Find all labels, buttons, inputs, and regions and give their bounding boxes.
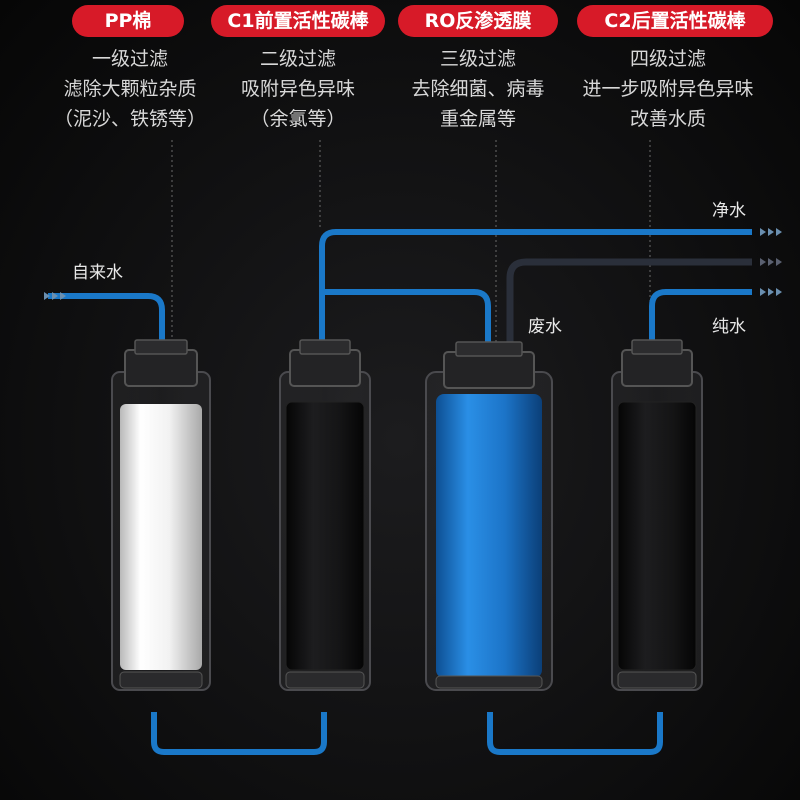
clean-water-label: 净水 xyxy=(712,201,746,221)
stage-1-description: 一级过滤 滤除大颗粒杂质 （泥沙、铁锈等） xyxy=(30,44,230,134)
stage-3-line-1: 三级过滤 xyxy=(439,48,516,70)
stage-4-line-2: 进一步吸附异色异味 xyxy=(582,78,754,100)
inlet-arrow-icon xyxy=(44,292,66,300)
inlet-pipe xyxy=(48,293,165,345)
pure-arrow-icon xyxy=(760,288,782,296)
stage-1-line-3: （泥沙、铁锈等） xyxy=(53,108,206,130)
stage-3-line-3: 重金属等 xyxy=(439,108,516,130)
clean-arrow-icon xyxy=(760,228,782,236)
stage-3-description: 三级过滤 去除细菌、病毒 重金属等 xyxy=(378,44,578,134)
inlet-label: 自来水 xyxy=(72,263,123,283)
stage-4-description: 四级过滤 进一步吸附异色异味 改善水质 xyxy=(568,44,768,134)
clean-water-pipe xyxy=(319,229,752,345)
stage-3-badge: RO反渗透膜 xyxy=(398,5,558,37)
stage-2-description: 二级过滤 吸附异色异味 （余氯等） xyxy=(198,44,398,134)
waste-water-label: 废水 xyxy=(528,317,562,337)
stage-2-badge: C1前置活性碳棒 xyxy=(211,5,385,37)
stage-2-line-1: 二级过滤 xyxy=(259,48,336,70)
stage-1-line-1: 一级过滤 xyxy=(91,48,168,70)
flow-arrows xyxy=(44,228,782,300)
stage-4-line-1: 四级过滤 xyxy=(629,48,706,70)
stage-4-badge: C2后置活性碳棒 xyxy=(577,5,773,37)
stage-4-line-3: 改善水质 xyxy=(629,108,706,130)
stage-2-line-2: 吸附异色异味 xyxy=(240,78,355,100)
pure-water-label: 纯水 xyxy=(712,317,746,337)
pp-to-c1-pipe xyxy=(151,712,327,755)
stage-1-line-2: 滤除大颗粒杂质 xyxy=(63,78,197,100)
guide-lines xyxy=(171,140,651,345)
waste-arrow-icon xyxy=(760,258,782,266)
stage-3-line-2: 去除细菌、病毒 xyxy=(411,78,545,100)
c1-carbon-cartridge xyxy=(279,339,371,691)
stage-1-badge: PP棉 xyxy=(72,5,184,37)
stage-2-line-3: （余氯等） xyxy=(250,108,346,130)
water-pipes xyxy=(48,229,752,755)
waste-water-pipe xyxy=(506,258,752,345)
ro-to-c2-pipe xyxy=(487,712,663,755)
pure-water-pipe xyxy=(649,289,752,345)
c2-carbon-cartridge xyxy=(611,339,703,691)
ro-membrane-cartridge xyxy=(425,341,553,691)
pp-cartridge xyxy=(111,339,211,691)
c1-to-ro-pipe xyxy=(322,289,491,345)
